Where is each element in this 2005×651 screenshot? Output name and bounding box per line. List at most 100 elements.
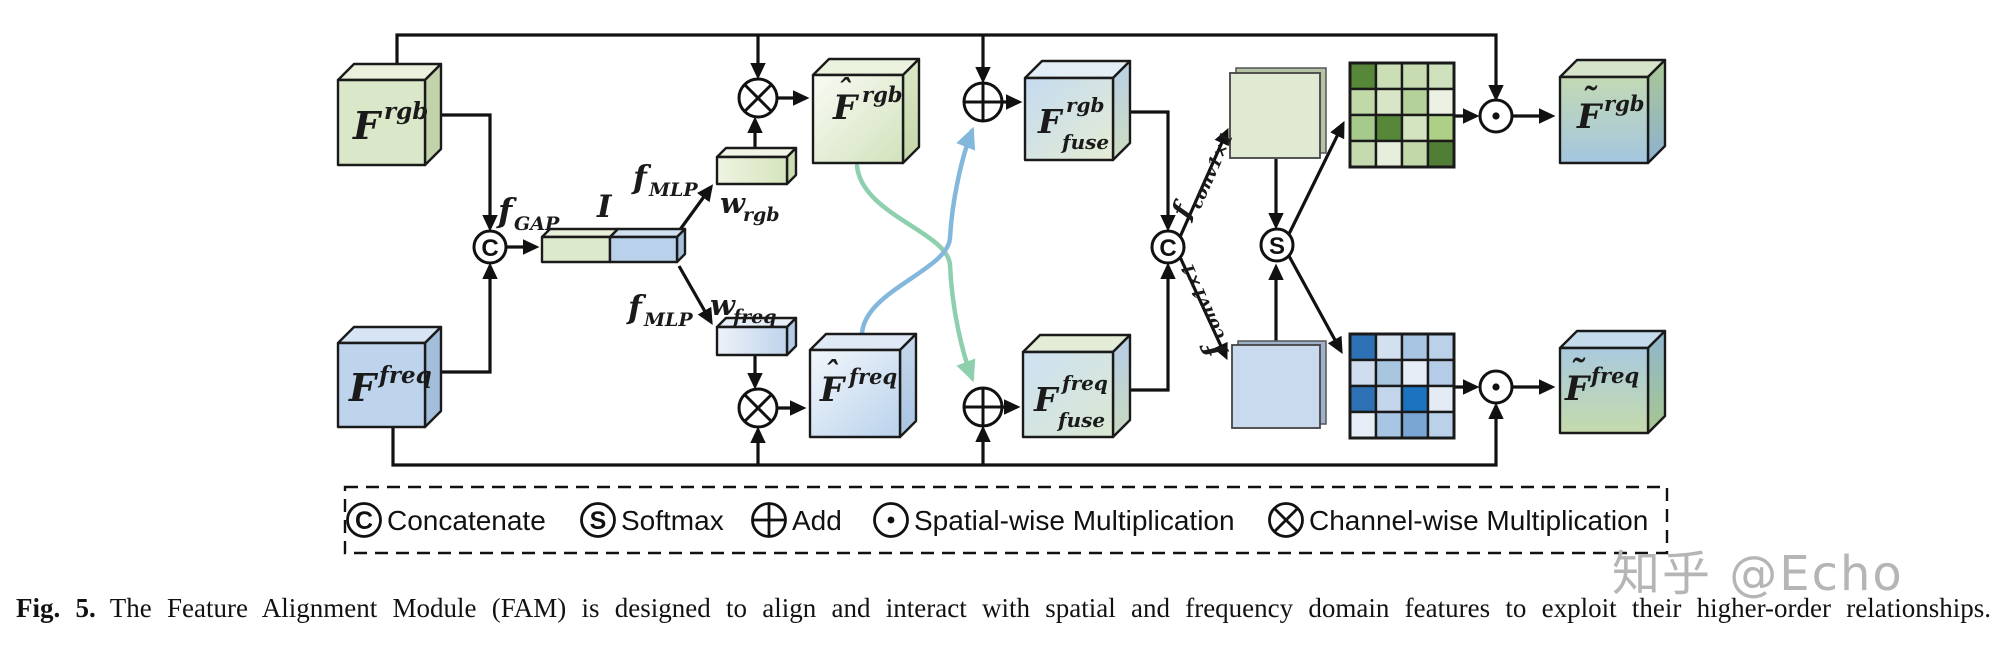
label-accent: ˜ bbox=[1580, 81, 1598, 121]
attention-grid-cell bbox=[1374, 410, 1404, 440]
attention-grid-cell bbox=[1348, 87, 1378, 117]
attention-grid-rgb bbox=[1348, 61, 1456, 169]
input-cube-freq bbox=[336, 325, 443, 429]
legend-item-add: Add bbox=[751, 502, 842, 538]
attention-grid-cell bbox=[1426, 410, 1456, 440]
fuse-rgb-to-concat2 bbox=[1130, 110, 1176, 232]
bar-front bbox=[715, 155, 789, 186]
fused-cube-rgb bbox=[1023, 59, 1132, 162]
label-accent: ˆ bbox=[824, 356, 839, 391]
legend-label: Concatenate bbox=[387, 505, 546, 536]
label-base: F bbox=[1033, 380, 1060, 419]
recalibrated-cube-rgb bbox=[811, 57, 921, 165]
attention-grid-cell bbox=[1374, 113, 1404, 143]
cube-side bbox=[1646, 58, 1667, 165]
label-base: f bbox=[626, 288, 647, 326]
attention-grid-cell bbox=[1348, 139, 1378, 169]
label-f-freq: F freq bbox=[348, 362, 432, 410]
cube-top bbox=[811, 57, 921, 77]
label-sub: conv1×1 bbox=[1178, 260, 1230, 343]
weight-bar-rgb bbox=[715, 146, 798, 186]
fused-cube-freq bbox=[1021, 333, 1132, 439]
attention-grid-cell bbox=[1374, 358, 1404, 388]
label-base: F bbox=[348, 365, 379, 410]
attention-grid-cell bbox=[1400, 61, 1430, 91]
legend-item-concatenate: C Concatenate bbox=[346, 502, 546, 538]
attention-grid-cell bbox=[1348, 113, 1378, 143]
label-base: w bbox=[720, 186, 746, 220]
attention-grid-cell bbox=[1426, 332, 1456, 362]
cube-side bbox=[898, 332, 918, 439]
attention-grid-cell bbox=[1400, 358, 1430, 388]
f-freq-to-concat bbox=[441, 262, 498, 374]
label-sup: rgb bbox=[1604, 91, 1644, 116]
attention-grid-cell bbox=[1426, 61, 1456, 91]
attention-grid-cell bbox=[1426, 139, 1456, 169]
f-rgb-to-concat bbox=[441, 113, 498, 232]
attention-grid-cell bbox=[1426, 384, 1456, 414]
attention-grid-cell bbox=[1374, 332, 1404, 362]
attention-panel-freq bbox=[1231, 340, 1327, 429]
attention-grid-rgb-border bbox=[1348, 61, 1456, 169]
attention-grid-cell bbox=[1400, 410, 1430, 440]
attention-grid-cell bbox=[1348, 61, 1378, 91]
cube-front bbox=[1021, 350, 1115, 439]
caption-text: The Feature Alignment Module (FAM) is de… bbox=[109, 593, 1991, 623]
legend-item-softmax: S Softmax bbox=[580, 502, 724, 538]
cube-top bbox=[808, 332, 918, 352]
channel-mult-node-freq bbox=[737, 387, 779, 429]
cube-side bbox=[1646, 329, 1667, 435]
label-w-freq: w freq bbox=[710, 288, 777, 328]
figure-caption: Fig. 5.The Feature Alignment Module (FAM… bbox=[16, 592, 1991, 624]
attention-grid-cell bbox=[1374, 87, 1404, 117]
legend-glyph: S bbox=[590, 507, 607, 535]
attention-panel-rgb bbox=[1229, 67, 1327, 159]
attention-grid-cell bbox=[1400, 87, 1430, 117]
legend: C Concatenate S Softmax Add Spatial bbox=[343, 485, 1669, 555]
concat-node-1: C bbox=[472, 229, 508, 265]
bar-to-w-rgb bbox=[677, 184, 714, 232]
label-sub: GAP bbox=[514, 213, 560, 235]
label-sub: fuse bbox=[1060, 130, 1109, 154]
label-base: f bbox=[496, 191, 517, 230]
channel-mult-node-rgb bbox=[737, 77, 779, 119]
attention-grid-cell bbox=[1400, 384, 1430, 414]
cube-front bbox=[336, 78, 427, 167]
bar-front-green bbox=[540, 235, 612, 264]
label-base: F bbox=[819, 370, 847, 410]
legend-glyph: C bbox=[355, 507, 373, 535]
attention-grid-cell bbox=[1348, 384, 1378, 414]
spatial-mult-node-freq bbox=[1478, 369, 1514, 405]
bar-front-blue bbox=[608, 235, 679, 264]
connector-lines bbox=[391, 33, 1556, 467]
concat-node-2: C bbox=[1150, 229, 1186, 265]
attention-grid-freq-border bbox=[1348, 332, 1456, 440]
output-cube-rgb bbox=[1558, 58, 1667, 165]
label-f-rgb: F rgb bbox=[352, 98, 428, 148]
label-f-mlp-bottom: f MLP bbox=[626, 288, 693, 331]
attention-grid-cell bbox=[1400, 332, 1430, 362]
legend-label: Softmax bbox=[621, 505, 724, 536]
label-f-fuse-freq: F freq fuse bbox=[1033, 371, 1108, 432]
label-base: F bbox=[1564, 369, 1592, 409]
label-f-tilde-freq: ˜ F freq bbox=[1564, 353, 1639, 409]
label-w-rgb: w rgb bbox=[720, 186, 780, 226]
label-f-hat-freq: ˆ F freq bbox=[819, 356, 897, 410]
label-sub: rgb bbox=[743, 204, 780, 226]
cross-arrow-blue bbox=[859, 126, 976, 336]
label-base: w bbox=[710, 288, 736, 322]
label-sup: freq bbox=[847, 364, 897, 389]
cube-side bbox=[1111, 333, 1132, 439]
freq-identity-bottom-line bbox=[391, 402, 1504, 467]
attention-grid-cell bbox=[1374, 139, 1404, 169]
bar-front bbox=[715, 325, 789, 357]
attention-grid-cell bbox=[1426, 87, 1456, 117]
cube-front bbox=[1558, 75, 1650, 165]
identity-vector-bar bbox=[540, 227, 687, 264]
label-sup: rgb bbox=[1066, 93, 1105, 117]
legend-label: Spatial-wise Multiplication bbox=[914, 505, 1235, 536]
legend-label: Add bbox=[792, 505, 842, 536]
label-sup: freq bbox=[1589, 363, 1639, 388]
